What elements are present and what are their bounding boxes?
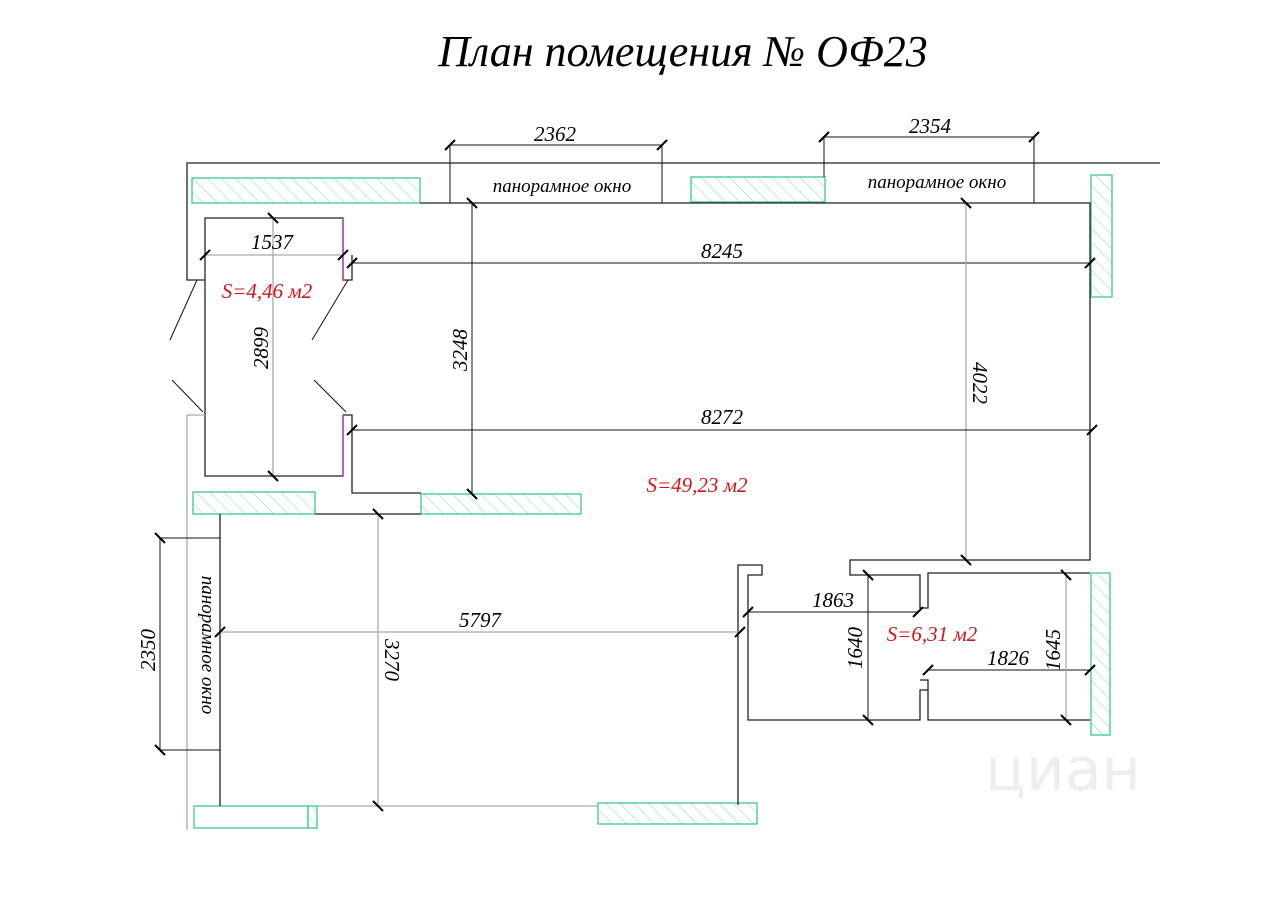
dimension-lines [154,131,1098,812]
dim-1640: 1640 [843,627,867,670]
window-segment [690,176,826,203]
window-segment [597,802,758,825]
window-segment [1090,572,1111,736]
area-main-room: S=49,23 м2 [646,473,748,497]
dim-3270: 3270 [380,638,404,682]
windows [191,174,1113,829]
area-small-room: S=4,46 м2 [222,279,313,303]
window-segment [193,805,309,829]
dim-1537: 1537 [251,230,295,254]
window-segment [192,491,316,515]
dim-4022: 4022 [968,362,992,405]
dim-1863: 1863 [812,588,854,612]
dim-5797: 5797 [459,608,503,632]
window-segment [307,805,318,829]
dim-2350: 2350 [136,629,160,672]
dim-1826: 1826 [987,646,1030,670]
dim-8272: 8272 [701,405,744,429]
window-label-top-right: панорамное окно [868,172,1006,193]
dim-3248: 3248 [448,329,472,373]
window-segment [1090,174,1113,298]
window-segment [191,177,421,204]
dim-8245: 8245 [701,239,743,263]
window-label-top-left: панорамное окно [493,176,631,197]
dim-2899: 2899 [249,327,273,370]
dim-2362: 2362 [534,122,577,146]
walls [169,162,1160,830]
window-label-left: панорамное окно [197,576,218,714]
dim-1645: 1645 [1041,629,1065,671]
area-right-room: S=6,31 м2 [887,622,978,646]
plan-title: План помещения № ОФ23 [437,27,928,76]
window-segment [420,493,582,515]
dim-2354: 2354 [909,114,952,138]
watermark-logo: циан [985,735,1141,805]
